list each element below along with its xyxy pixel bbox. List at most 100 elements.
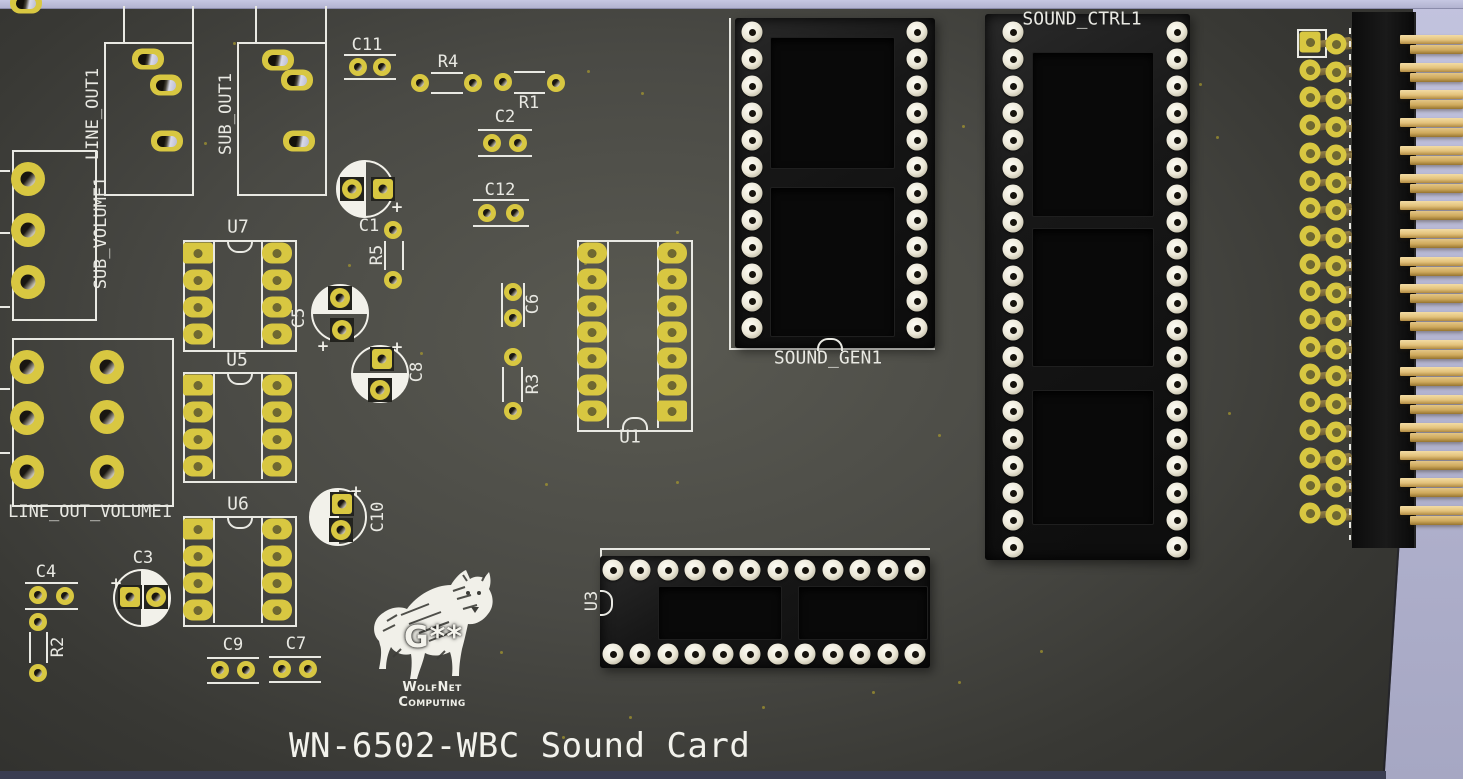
- drill-hole: [509, 353, 517, 361]
- socket-pin-hole: [1173, 435, 1181, 443]
- silk-line: [25, 608, 78, 610]
- pad-through-hole: [56, 587, 74, 605]
- socket-pin: [822, 559, 844, 581]
- silk-label-c5: C5: [289, 307, 309, 329]
- pad-dip: [262, 518, 292, 540]
- silk-line: [600, 548, 930, 550]
- pad-header: [1325, 365, 1347, 387]
- pad-dip: [577, 268, 607, 290]
- socket-pin: [1166, 455, 1188, 477]
- pad-through-hole: [299, 660, 317, 678]
- pad-dip: [657, 268, 687, 290]
- socket-pin-hole: [1173, 462, 1181, 470]
- drill-hole: [587, 274, 597, 284]
- socket-pin: [684, 643, 706, 665]
- socket-pin-hole: [748, 28, 756, 36]
- drill-hole: [354, 63, 362, 71]
- pad-header: [1325, 476, 1347, 498]
- socket-pin-hole: [1173, 245, 1181, 253]
- socket-pin: [684, 559, 706, 581]
- socket-pin-hole: [774, 650, 782, 658]
- polarity-plus-mark: +: [390, 198, 404, 216]
- drill-hole: [1305, 425, 1315, 435]
- socket-pin-hole: [1173, 109, 1181, 117]
- pad-potentiometer: [11, 213, 45, 247]
- drill-hole: [378, 63, 386, 71]
- pad-dip: [183, 545, 213, 567]
- drill-hole: [1331, 344, 1341, 354]
- socket-pin-hole: [1173, 516, 1181, 524]
- socket-pin-hole: [913, 136, 921, 144]
- pad-electrolytic: [332, 494, 352, 514]
- via-speck: [676, 231, 679, 234]
- drill-hole: [1331, 399, 1341, 409]
- socket-opening: [1032, 390, 1154, 525]
- socket-pin: [1002, 157, 1024, 179]
- header-gold-pin: [1400, 35, 1463, 44]
- socket-pin-hole: [1009, 353, 1017, 361]
- socket-pin: [1166, 184, 1188, 206]
- pad-dip: [183, 323, 213, 345]
- silk-label-r3: R3: [523, 373, 543, 395]
- silk-line: [207, 682, 259, 684]
- drill-hole: [272, 275, 282, 285]
- dip-body-line: [261, 516, 263, 623]
- socket-pin-hole: [856, 650, 864, 658]
- pad-electrolytic: [332, 320, 352, 340]
- socket-pin: [1002, 238, 1024, 260]
- silk-label-c6: C6: [523, 293, 543, 315]
- drill-hole: [138, 53, 158, 65]
- pad-dip: [577, 374, 607, 396]
- silk-label-u3: U3: [582, 590, 602, 612]
- socket-pin-hole: [913, 297, 921, 305]
- via-speck: [545, 483, 548, 486]
- drill-hole: [1331, 427, 1341, 437]
- drill-hole: [1305, 176, 1315, 186]
- socket-pin: [1166, 102, 1188, 124]
- drill-hole: [268, 54, 288, 66]
- silk-label-r5: R5: [367, 244, 387, 266]
- socket-opening: [1032, 52, 1154, 217]
- drill-hole: [375, 385, 385, 395]
- socket-pin: [906, 156, 928, 178]
- socket-pin: [906, 236, 928, 258]
- pad-dip: [262, 428, 292, 450]
- drill-hole: [511, 209, 519, 217]
- pad-header: [1299, 86, 1321, 108]
- drill-hole: [1305, 342, 1315, 352]
- via-speck: [500, 651, 503, 654]
- pad-dip: [262, 572, 292, 594]
- header-gold-pin: [1410, 350, 1463, 359]
- pad-dip: [262, 296, 292, 318]
- pad-dip: [657, 347, 687, 369]
- header-gold-pin: [1400, 340, 1463, 349]
- socket-pin: [1002, 129, 1024, 151]
- socket-pin-hole: [1173, 82, 1181, 90]
- header-gold-pin: [1400, 451, 1463, 460]
- logo-mark: G**: [404, 620, 464, 655]
- silk-line: [502, 367, 504, 402]
- pad-dip: [657, 242, 687, 264]
- socket-pin: [849, 643, 871, 665]
- socket-pin: [849, 559, 871, 581]
- pad-header: [1299, 336, 1321, 358]
- drill-hole: [587, 353, 597, 363]
- silk-line: [431, 72, 463, 74]
- header-gold-pin: [1410, 322, 1463, 331]
- drill-hole: [156, 79, 176, 91]
- socket-pin-hole: [1173, 543, 1181, 551]
- drill-hole: [587, 380, 597, 390]
- socket-pin-hole: [1009, 299, 1017, 307]
- viewport-frame-bottom: [0, 771, 1386, 779]
- socket-pin: [1002, 536, 1024, 558]
- drill-hole: [1331, 178, 1341, 188]
- socket-pin-hole: [748, 216, 756, 224]
- dip-body-line: [261, 240, 263, 348]
- pad-potentiometer: [10, 455, 44, 489]
- socket-pin-hole: [1173, 326, 1181, 334]
- drill-hole: [61, 592, 69, 600]
- drill-hole: [216, 666, 224, 674]
- pad-dip: [183, 599, 213, 621]
- pad-electrolytic: [330, 288, 350, 308]
